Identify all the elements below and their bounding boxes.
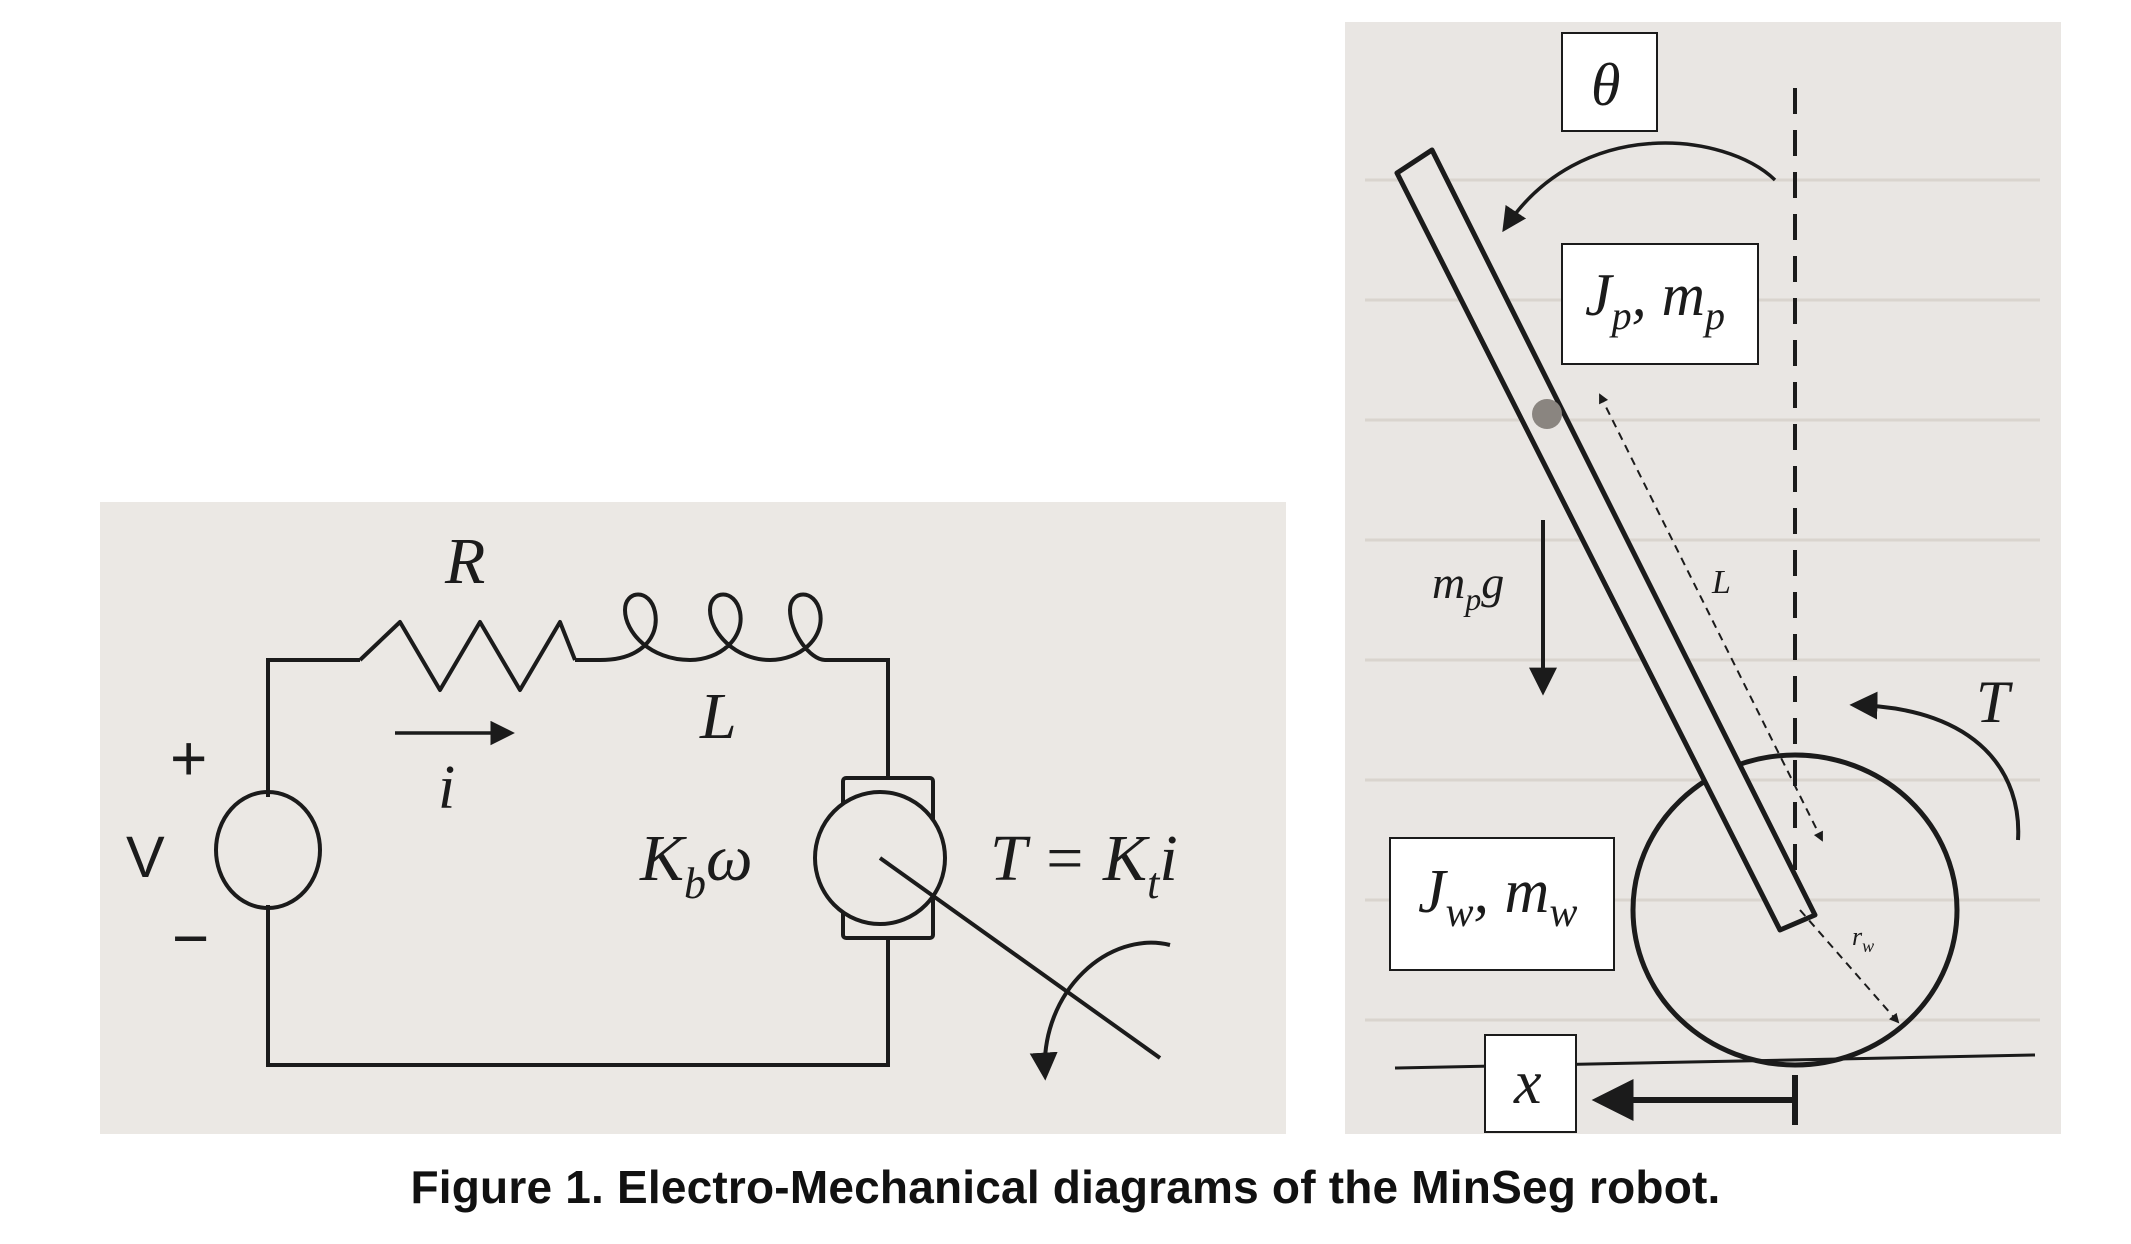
- theta-label: θ: [1591, 52, 1620, 118]
- torque-equation: T = Kti: [990, 822, 1178, 908]
- pendulum-inertia-box: [1561, 243, 1759, 365]
- wheel-inertia-box: [1389, 837, 1615, 971]
- wheel-inertia-label: Jw, mw: [1418, 858, 1577, 936]
- length-label: L: [1711, 564, 1731, 601]
- pendulum-inertia-label: Jp, mp: [1585, 262, 1725, 338]
- torque-arrow: [1849, 691, 2021, 841]
- position-label: x: [1513, 1049, 1542, 1117]
- voltage-source: [214, 790, 322, 910]
- resistor-label: R: [444, 525, 485, 598]
- motor-shaft: [878, 856, 1162, 1060]
- plus-sign: +: [170, 722, 207, 794]
- theta-arrow: [1502, 141, 1777, 233]
- radius-label: rw: [1852, 922, 1874, 956]
- inductor: [599, 592, 826, 663]
- radius-dimension: [1799, 909, 1900, 1024]
- inductor-label: L: [699, 680, 737, 753]
- position-box: [1484, 1034, 1577, 1133]
- dc-motor: [813, 776, 947, 940]
- center-of-mass: [1532, 399, 1562, 429]
- rotation-arrow: [1029, 940, 1171, 1081]
- circuit-panel: R L i V + − Kbω T = Kti: [100, 502, 1286, 1134]
- resistor: [358, 620, 577, 692]
- circuit-wires: [266, 658, 890, 1067]
- gravity-label: mpg: [1432, 557, 1504, 617]
- current-label: i: [438, 754, 455, 822]
- voltage-label: V: [126, 825, 165, 890]
- torque-label: T: [1976, 669, 2013, 735]
- pendulum-panel: θ Jp, mp mpg L T Jw, mw rw x: [1345, 22, 2061, 1134]
- circuit-background: [100, 502, 1286, 1134]
- figure-caption: Figure 1. Electro-Mechanical diagrams of…: [410, 1161, 1721, 1213]
- minus-sign: −: [172, 902, 209, 974]
- back-emf-label: Kbω: [639, 822, 753, 908]
- theta-box: [1561, 32, 1658, 132]
